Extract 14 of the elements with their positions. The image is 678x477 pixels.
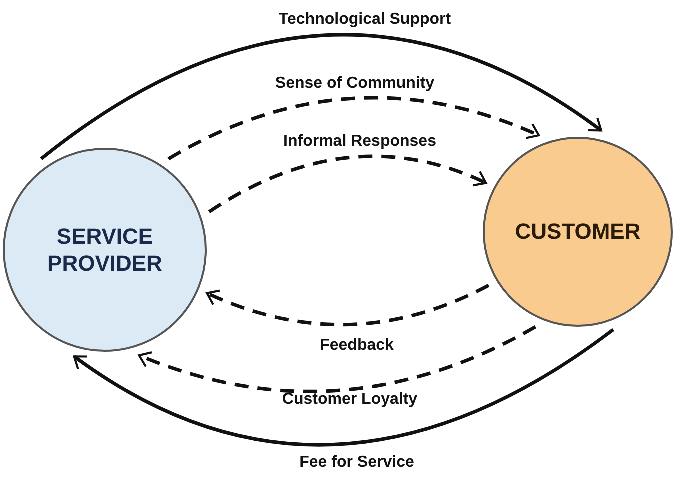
node-label: SERVICE PROVIDER bbox=[46, 222, 164, 278]
arrow bbox=[208, 154, 488, 214]
edge-label: Technological Support bbox=[278, 12, 452, 28]
arrow bbox=[73, 328, 615, 446]
arrow bbox=[168, 96, 540, 161]
arrow bbox=[206, 284, 490, 326]
arrow bbox=[40, 34, 602, 160]
edge-label: Sense of Community bbox=[275, 76, 435, 92]
edge-label: Fee for Service bbox=[300, 455, 414, 471]
edge-label: Feedback bbox=[320, 338, 394, 354]
arrow bbox=[138, 325, 537, 394]
node-label: CUSTOMER bbox=[514, 218, 642, 246]
edge-label: Customer Loyalty bbox=[282, 392, 418, 408]
edge-label: Informal Responses bbox=[284, 134, 436, 150]
